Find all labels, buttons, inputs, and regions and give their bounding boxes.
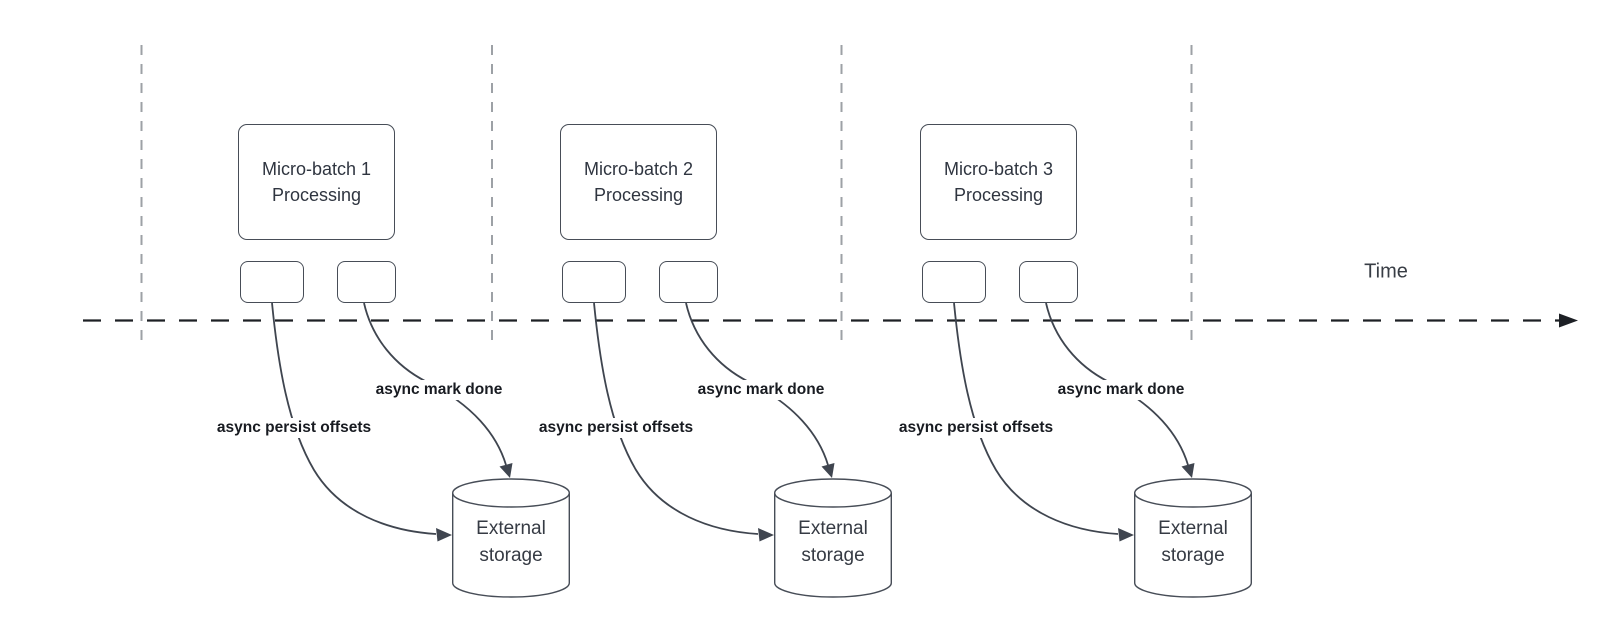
persist-offsets-arrow	[271, 302, 437, 535]
external-storage-label: External storage	[798, 518, 868, 566]
persist-offsets-label: async persist offsets	[213, 418, 375, 438]
time-axis-label: Time	[1364, 260, 1408, 283]
persist-offsets-box	[240, 261, 304, 303]
external-storage-cylinder	[451, 478, 570, 598]
mark-done-box	[659, 261, 718, 303]
persist-arrowhead-icon	[1118, 528, 1134, 542]
done-arrowhead-icon	[1181, 463, 1195, 478]
external-storage-cylinder	[773, 478, 892, 598]
group-connector-layer	[593, 302, 892, 598]
mark-done-label: async mark done	[372, 380, 506, 400]
persist-offsets-arrow	[953, 302, 1119, 535]
microbatch-group-2: Micro-batch 2 Processing async persist o…	[535, 124, 905, 609]
mark-done-label: async mark done	[694, 380, 828, 400]
done-arrowhead-icon	[499, 463, 513, 478]
persist-arrowhead-icon	[436, 528, 452, 542]
vertical-guide-lines	[140, 45, 1193, 342]
persist-arrowhead-icon	[758, 528, 774, 542]
processing-box-label: Micro-batch 2 Processing	[583, 159, 694, 205]
persist-offsets-label: async persist offsets	[895, 418, 1057, 438]
external-storage-label: External storage	[1158, 518, 1228, 566]
persist-offsets-box	[922, 261, 986, 303]
mark-done-label: async mark done	[1054, 380, 1188, 400]
processing-box: Micro-batch 1 Processing	[238, 124, 395, 240]
done-arrowhead-icon	[821, 463, 835, 478]
processing-box-label: Micro-batch 1 Processing	[261, 159, 372, 205]
persist-offsets-box	[562, 261, 626, 303]
mark-done-box	[337, 261, 396, 303]
processing-box: Micro-batch 2 Processing	[560, 124, 717, 240]
time-axis-arrowhead-icon	[1559, 313, 1578, 328]
mark-done-box	[1019, 261, 1078, 303]
persist-offsets-arrow	[593, 302, 759, 535]
persist-offsets-label: async persist offsets	[535, 418, 697, 438]
processing-box: Micro-batch 3 Processing	[920, 124, 1077, 240]
external-storage-cylinder	[1133, 478, 1252, 598]
microbatch-group-3: Micro-batch 3 Processing async persist o…	[895, 124, 1265, 609]
external-storage-label: External storage	[476, 518, 546, 566]
processing-box-label: Micro-batch 3 Processing	[943, 159, 1054, 205]
microbatch-group-1: Micro-batch 1 Processing async persist o…	[213, 124, 583, 609]
